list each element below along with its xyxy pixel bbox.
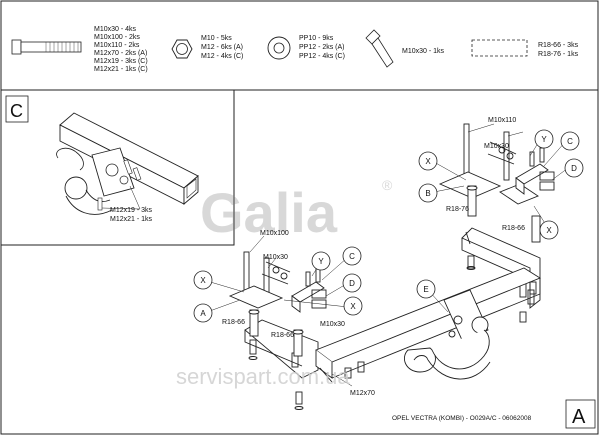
registered-mark: ® bbox=[382, 177, 393, 193]
callout-x-left-bottom bbox=[343, 296, 363, 316]
callout-e bbox=[416, 279, 436, 299]
galia-logo-watermark: Galia ® bbox=[200, 177, 393, 244]
callout-d-left-letter: D bbox=[349, 279, 355, 288]
washer-spec-2: PP12 - 2ks (A) bbox=[299, 44, 345, 51]
right-clamp-set bbox=[487, 141, 555, 195]
label-m10x110: M10x110 bbox=[488, 117, 516, 124]
washer-spec-3: PP12 - 4ks (C) bbox=[299, 53, 345, 60]
bolt-spec-4: M12x70 - 2ks (A) bbox=[94, 50, 147, 57]
callout-y-right-letter: Y bbox=[541, 135, 547, 144]
callout-y-left bbox=[311, 251, 331, 271]
right-side-bracket bbox=[461, 227, 541, 309]
label-r18-66-left-1: R18-66 bbox=[222, 319, 245, 326]
bolt-spec-5: M12x19 - 3ks (C) bbox=[94, 58, 148, 65]
sheet-letter-box bbox=[565, 399, 596, 429]
bolt-spec-6: M12x21 - 1ks (C) bbox=[94, 66, 148, 73]
label-m10x30-right: M10x30 bbox=[484, 143, 509, 150]
spacer-spec-2: R18-76 - 1ks bbox=[538, 51, 579, 58]
website-watermark: servispart.com.ua bbox=[176, 364, 350, 389]
main-crossbar bbox=[315, 267, 541, 383]
callout-y-left-letter: Y bbox=[318, 257, 324, 266]
sheet-letter: A bbox=[572, 406, 586, 428]
washer-icon bbox=[267, 36, 291, 60]
callout-c-left-letter: C bbox=[349, 252, 355, 261]
detail-label-m12x21: M12x21 - 1ks bbox=[110, 216, 153, 223]
drawing-caption: OPEL VECTRA (KOMBI) - O029A/C - 06062008 bbox=[392, 415, 532, 422]
label-r18-66-right: R18-66 bbox=[502, 225, 525, 232]
label-m10x30-center: M10x30 bbox=[320, 321, 345, 328]
main-assembly bbox=[206, 123, 569, 410]
callout-d-left bbox=[342, 273, 362, 293]
detail-bolts bbox=[97, 159, 142, 211]
parts-legend: M10x30 - 4ks M10x100 - 2ks M10x110 - 2ks… bbox=[11, 26, 579, 73]
washer-spec-1: PP10 - 9ks bbox=[299, 35, 334, 42]
nut-spec-1: M10 - 5ks bbox=[201, 35, 232, 42]
callout-d-right bbox=[564, 158, 584, 178]
label-m12x70: M12x70 bbox=[350, 390, 375, 397]
detail-label-m12x19: M12x19 - 3ks bbox=[110, 207, 153, 214]
callout-x-right-bottom bbox=[539, 220, 559, 240]
callout-a bbox=[193, 303, 213, 323]
callout-x-left-bottom-letter: X bbox=[350, 302, 356, 311]
towball-detail bbox=[56, 147, 113, 215]
callout-x-right-bottom-letter: X bbox=[546, 226, 552, 235]
callout-b bbox=[418, 183, 438, 203]
callout-y-right bbox=[534, 129, 554, 149]
towball-assembly bbox=[404, 289, 491, 380]
label-r18-66-left-2: R18-66 bbox=[271, 332, 294, 339]
bolt-icon bbox=[11, 39, 82, 55]
callout-x-right-top bbox=[418, 151, 438, 171]
callout-c-right bbox=[560, 131, 580, 151]
callout-c-left bbox=[342, 246, 362, 266]
socket-plate-detail bbox=[91, 147, 135, 197]
label-m10x100: M10x100 bbox=[260, 230, 289, 237]
hook-bolt-spec: M10x30 - 1ks bbox=[402, 48, 445, 55]
nut-spec-3: M12 - 4ks (C) bbox=[201, 53, 243, 60]
callout-x-left-top-letter: X bbox=[200, 276, 206, 285]
bolt-spec-3: M10x110 - 2ks bbox=[94, 42, 140, 49]
detail-panel-c: C M12x19 - 3ks M12 bbox=[0, 89, 235, 246]
nut-icon bbox=[171, 39, 193, 59]
hook-bolt-icon bbox=[365, 29, 394, 68]
callout-b-letter: B bbox=[425, 189, 430, 198]
label-m10x30-left: M10x30 bbox=[263, 254, 288, 261]
callout-x-left-top bbox=[193, 270, 213, 290]
spacer-spec-1: R18-66 - 3ks bbox=[538, 42, 579, 49]
galia-logo-text: Galia bbox=[200, 181, 338, 244]
label-r18-76: R18-76 bbox=[446, 206, 469, 213]
callout-a-letter: A bbox=[200, 309, 206, 318]
left-clamp-set bbox=[261, 261, 327, 313]
callout-x-right-top-letter: X bbox=[425, 157, 431, 166]
bolt-spec-2: M10x100 - 2ks bbox=[94, 34, 140, 41]
callout-d-right-letter: D bbox=[571, 164, 577, 173]
nut-spec-2: M12 - 6ks (A) bbox=[201, 44, 243, 51]
callout-e-letter: E bbox=[423, 285, 428, 294]
bolt-spec-1: M10x30 - 4ks bbox=[94, 26, 137, 33]
detail-panel-letter: C bbox=[10, 101, 23, 121]
spacer-tube-icon bbox=[471, 39, 528, 57]
callout-circles bbox=[193, 129, 584, 323]
callout-c-right-letter: C bbox=[567, 137, 573, 146]
right-bolt-stack bbox=[438, 123, 541, 323]
